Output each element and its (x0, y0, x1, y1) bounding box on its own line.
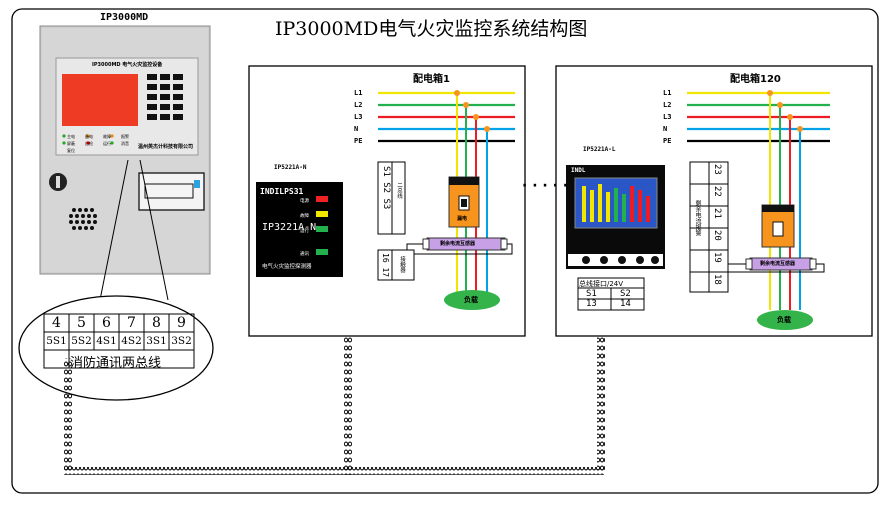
box2-terminal-strip (689, 161, 729, 293)
terminal-number: 22 (712, 186, 722, 197)
terminal-number: 23 (712, 164, 722, 175)
line-label: N (663, 125, 668, 133)
bus-label: 消防通讯两总线 (70, 356, 162, 371)
terminal-number: 9 (177, 315, 186, 331)
terminal-label: 5S1 (46, 335, 67, 347)
terminal-label: 5S2 (71, 335, 92, 347)
terminal-label: 4S1 (96, 335, 117, 347)
box2-power-terminal (577, 277, 645, 311)
box1-sensor-label: 剩余电流互感器 (440, 241, 476, 247)
box2-power-term-s1: S1 (586, 289, 597, 299)
box2-title: 配电箱120 (730, 74, 781, 85)
box2-feeders (767, 90, 803, 310)
line-label: N (354, 125, 359, 133)
box2-device-label: IP5221A-L (583, 146, 616, 153)
host-indicators: 主电 备电 故障 报警 屏蔽 自检 运行 消音 复位 (67, 133, 142, 154)
box2-right-side-label: 剩余电流报警 (694, 200, 701, 236)
terminal-label: 3S2 (171, 335, 192, 347)
box1-module-status: 电源 故障 运行 通讯 (300, 194, 309, 262)
line-label: L3 (354, 113, 363, 121)
box1-breaker (448, 176, 480, 228)
line-label: L2 (354, 101, 363, 109)
host-panel-title: IP3000MD 电气火灾监控设备 (92, 62, 163, 68)
speaker-grille-icon (69, 208, 97, 230)
line-label: PE (663, 137, 672, 145)
box1-terminal-top-side: 二总线 (396, 182, 402, 199)
terminal-number: 8 (152, 315, 161, 331)
box2-power-num-13: 13 (586, 299, 597, 309)
indicator-label: 自检 (85, 141, 93, 146)
host-led-row (62, 134, 114, 145)
box1-terminal-top: S1 S2 S3 (381, 166, 391, 210)
box2-breaker (761, 204, 795, 248)
box1-terminal-bottom: 16 17 (381, 253, 390, 278)
box2-sensor-label: 剩余电流互感器 (760, 261, 796, 267)
box1-module-brand: INDILPS31 (260, 187, 304, 196)
box1-title: 配电箱1 (413, 74, 450, 85)
indicator-label: 屏蔽 (67, 141, 75, 146)
box2-power-label: 总线接口/24V (579, 280, 624, 288)
terminal-number: 5 (77, 315, 86, 331)
host-terminal-table (43, 313, 195, 369)
box1-detector-module (256, 182, 343, 277)
line-label: L1 (663, 89, 672, 97)
page-title: IP3000MD电气火灾监控系统结构图 (275, 18, 588, 40)
box1-module-footer: 电气火灾监控探测器 (262, 264, 312, 270)
indicator-label: 备电 (85, 134, 93, 139)
terminal-numbers: 4 5 6 7 8 9 (44, 314, 194, 332)
host-name: IP3000MD (100, 12, 149, 23)
terminal-number: 4 (52, 315, 61, 331)
host-screen (62, 74, 138, 126)
terminal-label: 4S2 (121, 335, 142, 347)
box1-load (444, 290, 500, 310)
status-label: 电源 (300, 199, 309, 204)
line-label: PE (354, 137, 363, 145)
indicator-label: 消音 (121, 141, 129, 146)
indicator-label: 报警 (121, 134, 129, 139)
ellipsis-dots: · · · · · (522, 178, 569, 194)
box2-power-term-s2: S2 (620, 289, 631, 299)
terminal-number: 19 (712, 252, 722, 263)
terminal-number: 6 (102, 315, 111, 331)
indicator-label: 主电 (67, 134, 75, 139)
box2-display-buttons[interactable] (582, 256, 659, 264)
box1-module-model: IP3221A-N (262, 222, 317, 233)
box2-load (757, 310, 813, 330)
box1-load-label: 负载 (464, 296, 478, 304)
host-company: 温州英杰计科技有限公司 (138, 144, 194, 150)
line-label: L1 (354, 89, 363, 97)
host-keypad[interactable] (147, 74, 183, 120)
terminal-number: 18 (712, 274, 722, 285)
box2-line-labels: L1 L2 L3 N PE (663, 87, 671, 147)
terminal-number: 20 (712, 230, 722, 241)
indicator-label: 故障 (103, 134, 111, 139)
box1-breaker-label: 漏电 (457, 216, 468, 222)
box1-terminal-strip (377, 161, 415, 281)
box2-load-label: 负载 (777, 316, 791, 324)
box2-right-terms-col: 23 22 21 20 19 18 (712, 164, 726, 296)
box1-device-label: IP5221A-N (274, 164, 307, 171)
terminal-label: 3S1 (146, 335, 167, 347)
terminal-number: 7 (127, 315, 136, 331)
host-unit (39, 25, 211, 301)
status-label: 通讯 (300, 252, 309, 257)
status-label: 运行 (300, 229, 309, 234)
box2-screen-brand: INDL (571, 167, 586, 174)
line-label: L3 (663, 113, 672, 121)
box2-power-num-14: 14 (620, 299, 631, 309)
indicator-label: 复位 (67, 148, 75, 153)
terminal-number: 21 (712, 208, 722, 219)
terminal-labels: 5S1 5S2 4S1 4S2 3S1 3S2 (44, 332, 194, 350)
box1-terminal-bottom-side: 接触器 (399, 256, 405, 273)
line-label: L2 (663, 101, 672, 109)
box1-busbars (378, 91, 515, 143)
outer-frame (11, 8, 879, 494)
indicator-label: 运行 (103, 141, 111, 146)
box2-busbars (687, 91, 830, 143)
status-label: 故障 (300, 214, 309, 219)
box1-line-labels: L1 L2 L3 N PE (354, 87, 362, 147)
